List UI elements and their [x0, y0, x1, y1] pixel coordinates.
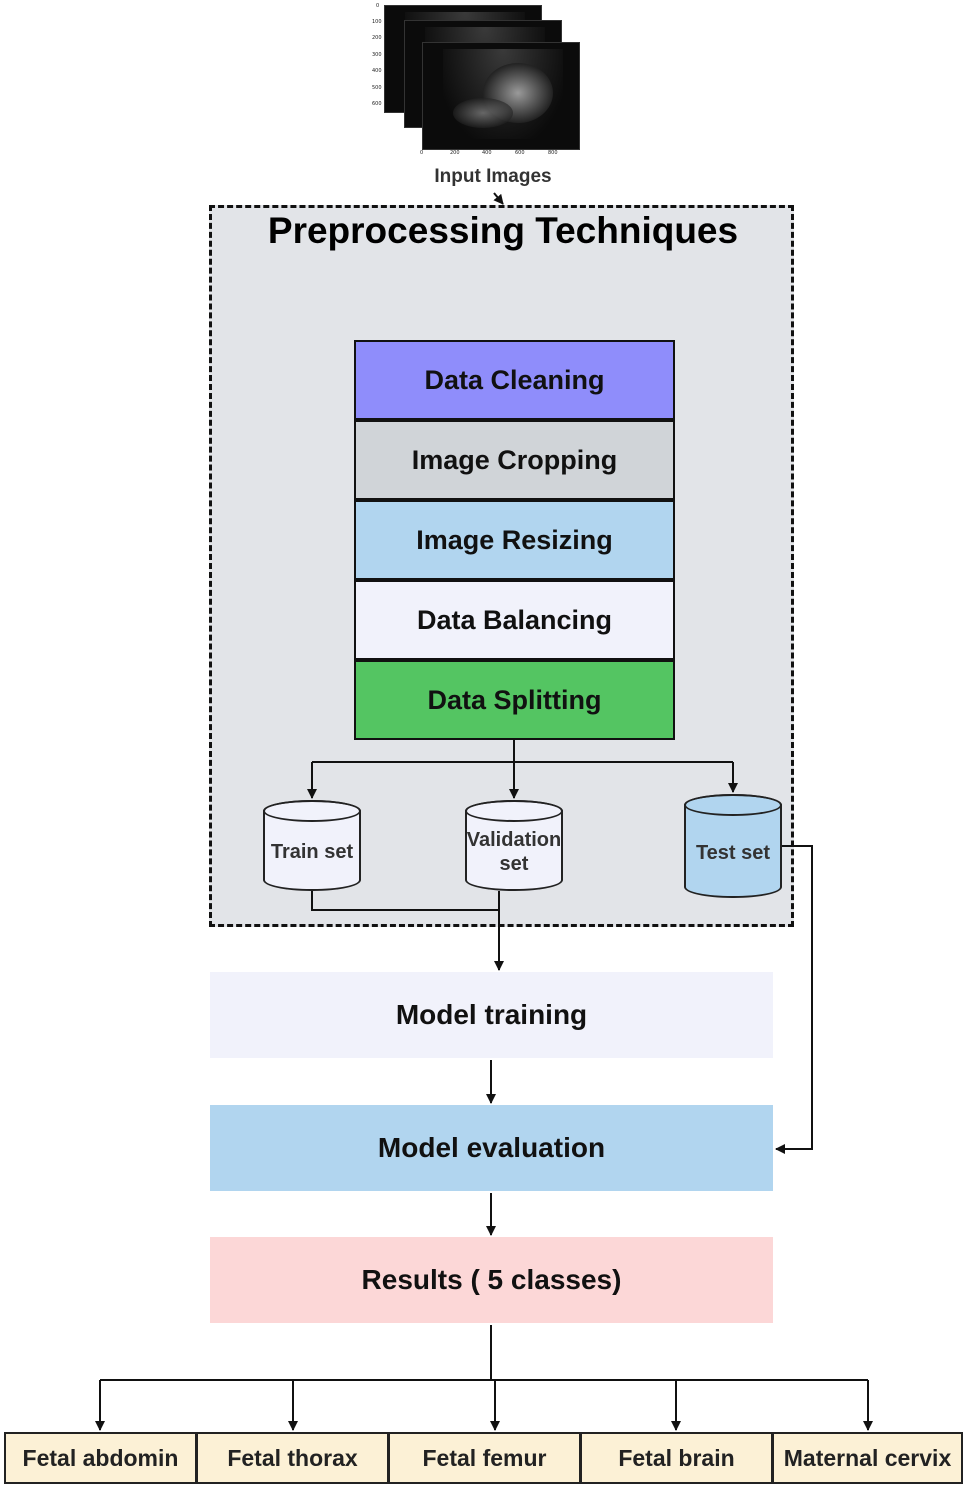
- axis-tick: 0: [376, 3, 380, 9]
- train-set-cylinder: Train set: [263, 800, 361, 891]
- axis-tick: 300: [372, 52, 382, 58]
- class-fetal-brain: Fetal brain: [580, 1432, 773, 1484]
- ultrasound-image-3: [422, 42, 580, 150]
- axis-tick: 600: [372, 101, 382, 107]
- input-images: 0 100 200 300 400 500 600 0 200 400 600 …: [370, 0, 585, 162]
- step-data-cleaning: Data Cleaning: [354, 340, 675, 420]
- axis-tick: 100: [372, 19, 382, 25]
- axis-tick: 400: [482, 150, 492, 156]
- axis-tick: 500: [372, 85, 382, 91]
- axis-tick: 200: [372, 35, 382, 41]
- model-evaluation-box: Model evaluation: [210, 1105, 773, 1191]
- input-images-label: Input Images: [434, 166, 552, 187]
- axis-tick: 400: [372, 68, 382, 74]
- class-fetal-thorax: Fetal thorax: [196, 1432, 389, 1484]
- model-training-box: Model training: [210, 972, 773, 1058]
- class-fetal-abdomin: Fetal abdomin: [4, 1432, 197, 1484]
- axis-tick: 600: [515, 150, 525, 156]
- step-data-balancing: Data Balancing: [354, 580, 675, 660]
- axis-tick: 0: [420, 150, 424, 156]
- cylinder-rim: [684, 794, 782, 816]
- step-data-splitting: Data Splitting: [354, 660, 675, 740]
- step-image-resizing: Image Resizing: [354, 500, 675, 580]
- preprocessing-title: Preprocessing Techniques: [267, 210, 739, 251]
- test-set-cylinder: Test set: [684, 794, 782, 898]
- validation-set-cylinder: Validation set: [465, 800, 563, 891]
- step-image-cropping: Image Cropping: [354, 420, 675, 500]
- test-set-label: Test set: [695, 842, 771, 864]
- cylinder-rim: [263, 800, 361, 822]
- axis-tick: 200: [450, 150, 460, 156]
- cylinder-rim: [465, 800, 563, 822]
- arrow-input-to-preprocessing: [493, 192, 504, 205]
- class-fetal-femur: Fetal femur: [388, 1432, 581, 1484]
- results-box: Results ( 5 classes): [210, 1237, 773, 1323]
- train-set-label: Train set: [270, 840, 354, 863]
- validation-set-label: Validation set: [466, 828, 562, 875]
- class-maternal-cervix: Maternal cervix: [772, 1432, 963, 1484]
- axis-tick: 800: [548, 150, 558, 156]
